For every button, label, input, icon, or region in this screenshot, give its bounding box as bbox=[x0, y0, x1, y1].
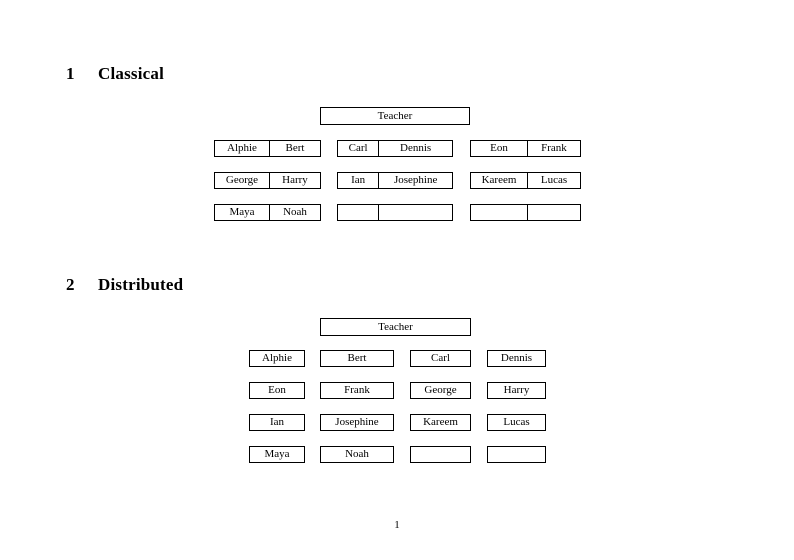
distributed-cell-josephine[interactable]: Josephine bbox=[320, 414, 394, 431]
classical-cell-alphie[interactable]: Alphie bbox=[227, 142, 257, 154]
classical-group-3-row-3[interactable] bbox=[470, 204, 581, 221]
classical-group-1-row-3[interactable]: Maya Noah bbox=[214, 204, 321, 221]
classical-group-2-row-2[interactable]: Ian Josephine bbox=[337, 172, 453, 189]
distributed-cell-kareem[interactable]: Kareem bbox=[410, 414, 471, 431]
distributed-cell-ian[interactable]: Ian bbox=[249, 414, 305, 431]
classical-cell-maya[interactable]: Maya bbox=[229, 206, 255, 218]
classical-cell-josephine[interactable]: Josephine bbox=[378, 173, 452, 188]
classical-cell-empty-3b[interactable] bbox=[526, 205, 580, 220]
distributed-cell-alphie[interactable]: Alphie bbox=[249, 350, 305, 367]
distributed-cell-dennis[interactable]: Dennis bbox=[487, 350, 546, 367]
section-number: 1 bbox=[66, 64, 75, 83]
distributed-cell-lucas[interactable]: Lucas bbox=[487, 414, 546, 431]
classical-cell-eon[interactable]: Eon bbox=[490, 142, 508, 154]
classical-cell-ian[interactable]: Ian bbox=[351, 174, 366, 186]
section-title: Classical bbox=[98, 64, 165, 83]
classical-cell-lucas[interactable]: Lucas bbox=[526, 173, 580, 188]
distributed-cell-maya[interactable]: Maya bbox=[249, 446, 305, 463]
distributed-teacher-box[interactable]: Teacher bbox=[320, 318, 471, 336]
classical-cell-harry[interactable]: Harry bbox=[268, 173, 320, 188]
distributed-cell-harry[interactable]: Harry bbox=[487, 382, 546, 399]
distributed-cell-frank[interactable]: Frank bbox=[320, 382, 394, 399]
distributed-cell-george[interactable]: George bbox=[410, 382, 471, 399]
distributed-cell-bert[interactable]: Bert bbox=[320, 350, 394, 367]
classical-cell-bert[interactable]: Bert bbox=[268, 141, 320, 156]
section-number: 2 bbox=[66, 275, 75, 294]
distributed-cell-eon[interactable]: Eon bbox=[249, 382, 305, 399]
distributed-cell-empty-2[interactable] bbox=[487, 446, 546, 463]
classical-cell-empty-3a[interactable] bbox=[471, 205, 527, 220]
classical-cell-kareem[interactable]: Kareem bbox=[481, 174, 517, 186]
classical-cell-dennis[interactable]: Dennis bbox=[378, 141, 452, 156]
section-heading-distributed: 2 Distributed bbox=[66, 275, 183, 295]
section-heading-classical: 1 Classical bbox=[66, 64, 164, 84]
classical-group-2-row-1[interactable]: Carl Dennis bbox=[337, 140, 453, 157]
classical-cell-carl[interactable]: Carl bbox=[348, 142, 368, 154]
classical-group-3-row-1[interactable]: Eon Frank bbox=[470, 140, 581, 157]
distributed-cell-carl[interactable]: Carl bbox=[410, 350, 471, 367]
classical-group-2-row-3[interactable] bbox=[337, 204, 453, 221]
classical-group-1-row-1[interactable]: Alphie Bert bbox=[214, 140, 321, 157]
classical-group-3-row-2[interactable]: Kareem Lucas bbox=[470, 172, 581, 189]
classical-teacher-box[interactable]: Teacher bbox=[320, 107, 470, 125]
classical-cell-empty-2b[interactable] bbox=[378, 205, 452, 220]
classical-cell-frank[interactable]: Frank bbox=[526, 141, 580, 156]
section-title: Distributed bbox=[98, 275, 184, 294]
classical-cell-empty-2a[interactable] bbox=[338, 205, 378, 220]
distributed-cell-empty-1[interactable] bbox=[410, 446, 471, 463]
distributed-cell-noah[interactable]: Noah bbox=[320, 446, 394, 463]
classical-group-1-row-2[interactable]: George Harry bbox=[214, 172, 321, 189]
classical-cell-george[interactable]: George bbox=[225, 174, 259, 186]
classical-cell-noah[interactable]: Noah bbox=[268, 205, 320, 220]
page-number: 1 bbox=[394, 519, 400, 531]
